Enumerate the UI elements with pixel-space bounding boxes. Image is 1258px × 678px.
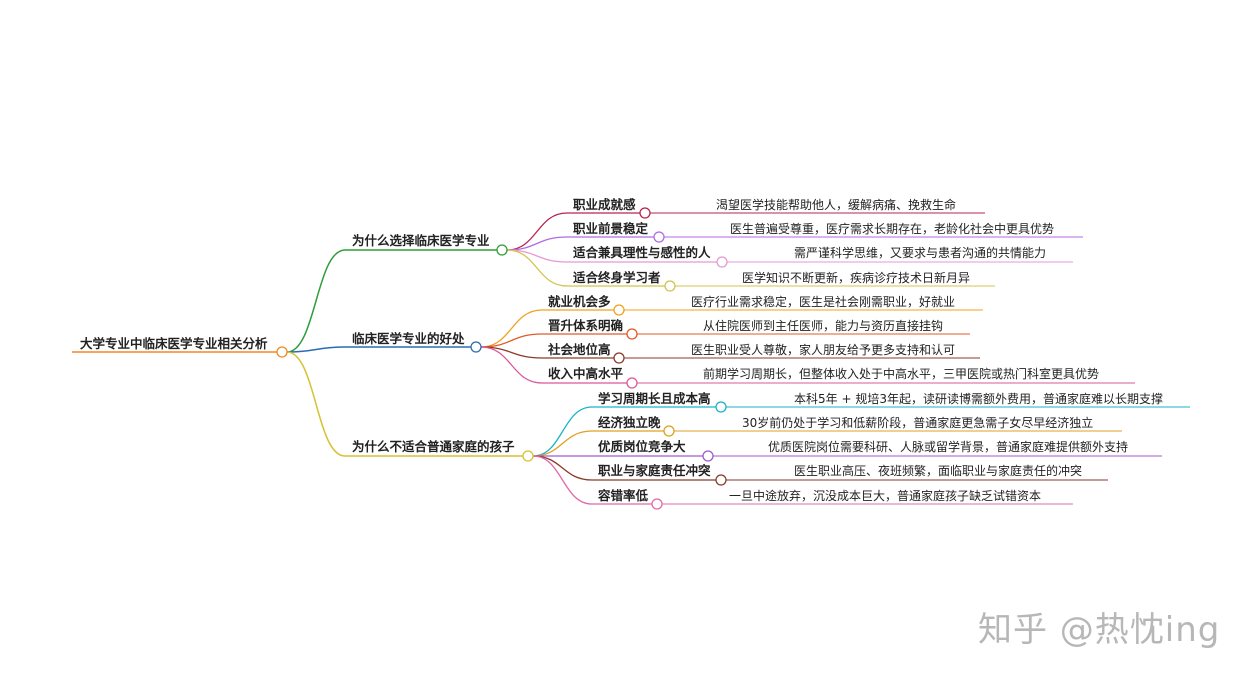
item-node — [664, 280, 676, 292]
item-connector — [532, 406, 593, 457]
branch-node — [470, 341, 482, 353]
item-node — [716, 256, 728, 268]
item-node — [613, 304, 625, 316]
item-title: 经济独立晚 — [598, 415, 661, 430]
item-title: 职业成就感 — [573, 197, 636, 212]
item-title: 社会地位高 — [548, 342, 611, 357]
item-connector — [506, 249, 568, 287]
item-detail: 医学知识不断更新，疾病诊疗技术日新月异 — [742, 271, 971, 285]
item-title: 学习周期长且成本高 — [598, 391, 711, 406]
item-node — [715, 474, 727, 486]
root-node — [276, 346, 288, 358]
branch-connector — [286, 351, 346, 457]
item-connector — [480, 346, 543, 384]
item-connector — [532, 430, 593, 457]
item-detail: 从住院医师到主任医师，能力与资历直接挂钩 — [703, 319, 944, 333]
item-node — [651, 498, 663, 510]
item-detail: 渴望医学技能帮助他人，缓解病痛、挽救生命 — [716, 198, 957, 212]
item-title: 职业前景稳定 — [573, 221, 649, 236]
item-node — [639, 207, 651, 219]
item-detail: 医生普遍受尊重，医疗需求长期存在，老龄化社会中更具优势 — [730, 222, 1055, 236]
item-detail: 医疗行业需求稳定，医生是社会刚需职业，好就业 — [691, 295, 956, 309]
item-title: 就业机会多 — [548, 294, 611, 309]
item-node — [653, 231, 665, 243]
item-node — [715, 401, 727, 413]
item-title: 优质岗位竞争大 — [598, 439, 686, 454]
branch-label: 为什么选择临床医学专业 — [352, 233, 490, 248]
item-detail: 医生职业高压、夜班频繁，面临职业与家庭责任的冲突 — [794, 464, 1083, 478]
watermark: 知乎 @热忱ing — [978, 610, 1221, 650]
item-detail: 医生职业受人尊敬，家人朋友给予更多支持和认可 — [691, 343, 956, 357]
item-title: 收入中高水平 — [548, 366, 624, 381]
branch-node — [522, 450, 534, 462]
item-node — [663, 425, 675, 437]
item-detail: 前期学习周期长，但整体收入处于中高水平，三甲医院或热门科室更具优势 — [703, 367, 1100, 381]
item-detail: 优质医院岗位需要科研、人脉或留学背景，普通家庭难提供额外支持 — [768, 440, 1129, 454]
item-title: 适合终身学习者 — [573, 270, 661, 285]
item-node — [626, 377, 638, 389]
root-label: 大学专业中临床医学专业相关分析 — [80, 336, 268, 351]
item-title: 容错率低 — [598, 488, 649, 503]
item-connector — [532, 455, 593, 481]
item-title: 职业与家庭责任冲突 — [598, 463, 711, 478]
branch-connector — [286, 249, 346, 353]
branch-label: 为什么不适合普通家庭的孩子 — [352, 439, 515, 454]
branch-label: 临床医学专业的好处 — [352, 331, 465, 346]
item-detail: 本科5年 + 规培3年起，读研读博需额外费用，普通家庭难以长期支撑 — [794, 392, 1163, 406]
item-detail: 需严谨科学思维，又要求与患者沟通的共情能力 — [794, 246, 1047, 260]
item-connector — [506, 236, 568, 251]
item-title: 适合兼具理性与感性的人 — [573, 245, 711, 260]
branch-connector — [286, 346, 346, 353]
item-connector — [480, 309, 543, 348]
branch-node — [496, 244, 508, 256]
item-detail: 一旦中途放弃，沉没成本巨大，普通家庭孩子缺乏试错资本 — [729, 489, 1042, 503]
item-node — [626, 328, 638, 340]
item-connector — [532, 455, 593, 505]
item-node — [702, 450, 714, 462]
item-node — [613, 352, 625, 364]
item-detail: 30岁前仍处于学习和低薪阶段，普通家庭更急需子女尽早经济独立 — [742, 416, 1094, 430]
item-title: 晋升体系明确 — [548, 318, 624, 333]
item-connector — [506, 212, 568, 251]
